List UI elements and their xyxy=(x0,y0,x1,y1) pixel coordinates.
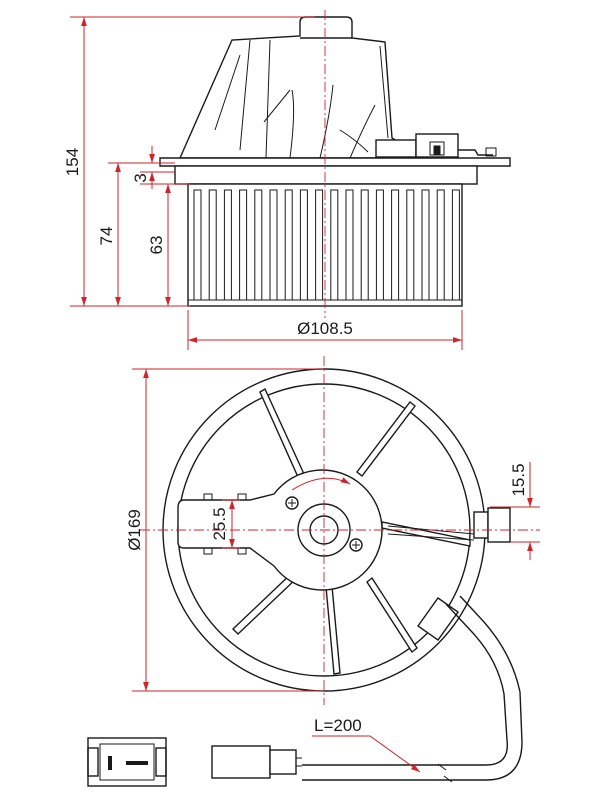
dim-mount-width: 25.5 xyxy=(210,507,229,540)
side-dimensions: 154 74 3 63 Ø108.5 xyxy=(63,16,463,350)
connector-pin-2 xyxy=(126,761,148,765)
top-dimensions: Ø169 25.5 15.5 L=200 xyxy=(125,368,540,773)
mounting-flange xyxy=(159,157,511,167)
dim-overall-height: 154 xyxy=(63,148,82,176)
cable-exit-boot xyxy=(417,597,459,641)
housing-ribs xyxy=(214,39,389,159)
dim-flange-thickness: 3 xyxy=(131,173,150,182)
dim-housing-diameter: Ø169 xyxy=(125,509,144,551)
mount-screw-1 xyxy=(285,496,299,510)
flange-collar xyxy=(174,165,478,185)
rotation-direction-arrow xyxy=(291,477,351,491)
connector-pin-1 xyxy=(108,756,112,770)
side-view xyxy=(159,10,511,318)
dim-fan-diameter: Ø108.5 xyxy=(297,319,353,338)
dim-connector-offset: 15.5 xyxy=(509,463,528,496)
mount-screw-2 xyxy=(349,538,363,552)
top-connector xyxy=(387,507,511,543)
motor-housing xyxy=(178,16,420,159)
cable xyxy=(302,603,509,766)
connector-face xyxy=(87,737,167,787)
dim-fan-height: 63 xyxy=(147,236,166,255)
cable-plug xyxy=(211,745,302,779)
housing-spokes xyxy=(231,387,471,675)
dim-cable-length: L=200 xyxy=(314,716,362,735)
dim-motor-height: 74 xyxy=(97,227,116,246)
side-connector xyxy=(375,133,497,158)
